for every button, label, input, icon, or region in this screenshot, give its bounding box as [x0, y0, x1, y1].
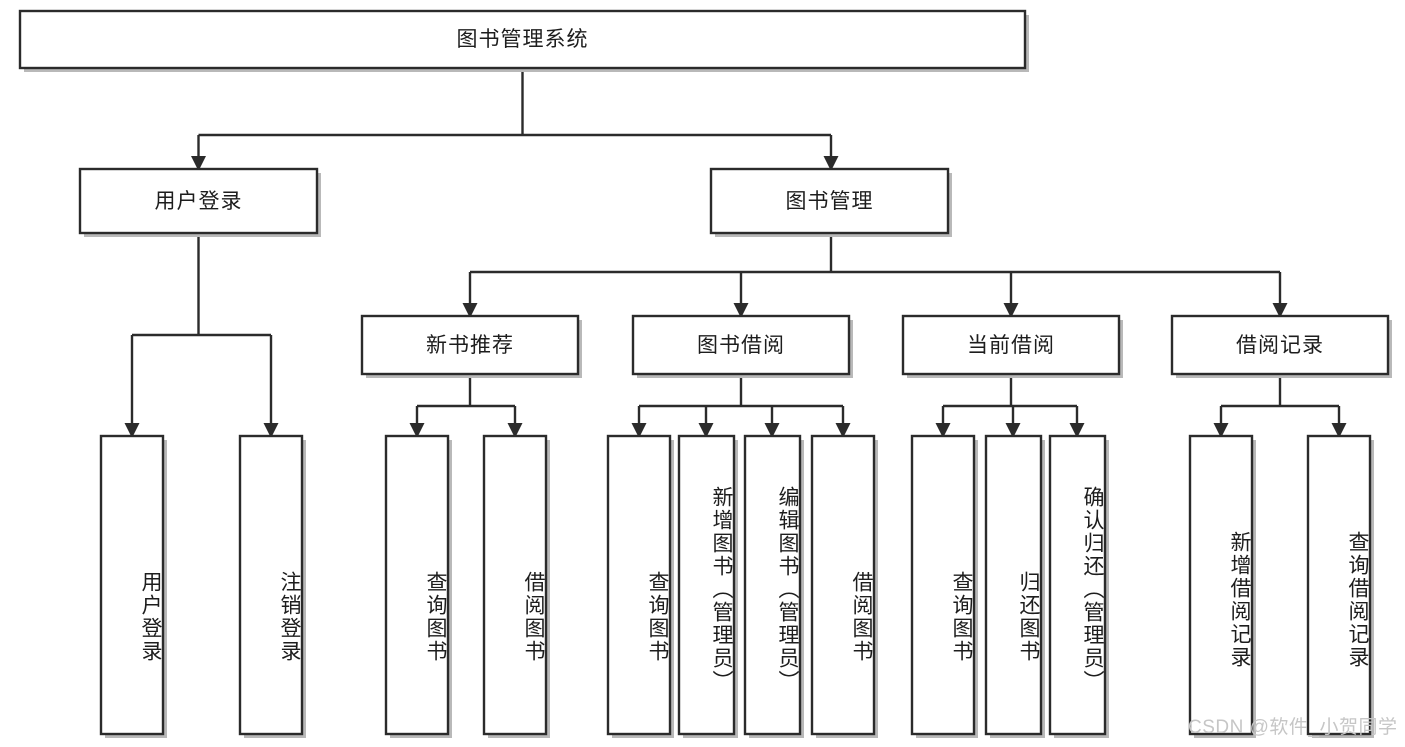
node-box-leaf-query-book-borrow[interactable]: [606, 434, 672, 736]
node-box-leaf-borrow-book[interactable]: [810, 434, 876, 736]
node-box-leaf-user-login[interactable]: [99, 434, 165, 736]
node-box-leaf-query-record[interactable]: [1306, 434, 1372, 736]
arrow-icon-user-login: [191, 156, 206, 171]
arrow-icon-borrow-record: [1272, 303, 1288, 318]
arrow-icon-leaf-return-book: [1005, 423, 1021, 438]
arrow-icon-leaf-borrow-book: [835, 423, 851, 438]
node-box-user-login[interactable]: [78, 167, 319, 235]
arrow-icon-leaf-query-book-cur: [935, 423, 951, 438]
nodes-layer: [18, 9, 1392, 738]
node-box-borrow-record[interactable]: [1170, 314, 1390, 376]
node-box-leaf-return-book[interactable]: [984, 434, 1043, 736]
arrow-icon-leaf-query-book-rec: [409, 423, 425, 438]
node-box-leaf-query-book-cur[interactable]: [910, 434, 976, 736]
arrow-icon-book-manage: [823, 156, 839, 171]
arrow-icon-leaf-borrow-book-rec: [507, 423, 523, 438]
node-box-leaf-query-book-rec[interactable]: [384, 434, 450, 736]
node-box-leaf-edit-book[interactable]: [743, 434, 802, 736]
node-box-leaf-borrow-book-rec[interactable]: [482, 434, 548, 736]
arrow-icon-leaf-query-record: [1331, 423, 1347, 438]
arrow-icon-current-borrow: [1003, 303, 1019, 318]
node-box-book-borrow[interactable]: [631, 314, 851, 376]
node-box-new-book-recommend[interactable]: [360, 314, 580, 376]
arrow-icon-leaf-user-login: [124, 423, 140, 438]
csdn-watermark: CSDN @软件_小贺同学: [1188, 717, 1398, 738]
arrow-icon-new-book-recommend: [462, 303, 478, 318]
node-box-leaf-add-book[interactable]: [677, 434, 736, 736]
arrow-icon-book-borrow: [733, 303, 749, 318]
arrow-icon-leaf-user-logout: [263, 423, 279, 438]
node-box-leaf-confirm-return[interactable]: [1048, 434, 1107, 736]
arrow-icon-leaf-add-book: [698, 423, 714, 438]
node-box-leaf-add-record[interactable]: [1188, 434, 1254, 736]
arrowheads-layer: [124, 156, 1347, 438]
node-box-root[interactable]: [18, 9, 1027, 70]
arrow-icon-leaf-add-record: [1213, 423, 1229, 438]
node-box-current-borrow[interactable]: [901, 314, 1121, 376]
arrow-icon-leaf-edit-book: [764, 423, 780, 438]
node-box-book-manage[interactable]: [709, 167, 950, 235]
node-box-leaf-user-logout[interactable]: [238, 434, 304, 736]
arrow-icon-leaf-confirm-return: [1069, 423, 1085, 438]
arrow-icon-leaf-query-book-borrow: [631, 423, 647, 438]
